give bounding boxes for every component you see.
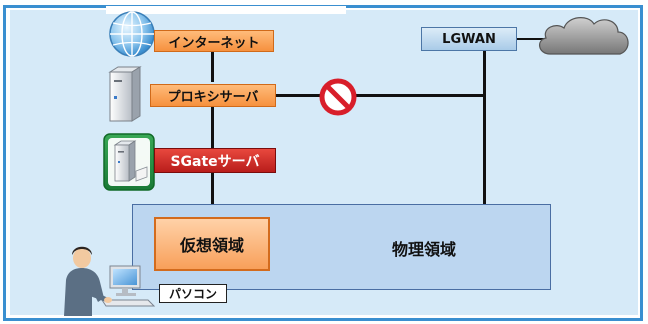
person-at-computer-icon: [64, 246, 156, 316]
line-lgwan-cloud: [516, 38, 546, 40]
line-internet-proxy: [211, 52, 214, 82]
prohibited-icon: [319, 78, 357, 116]
lgwan-label: LGWAN: [421, 27, 517, 51]
virtual-area: 仮想領域: [154, 217, 270, 271]
server-icon: [108, 66, 142, 122]
frame-top-gap: [106, 6, 346, 14]
line-blocked-trunk: [355, 94, 486, 97]
proxy-server-label: プロキシサーバ: [150, 84, 276, 107]
pc-label: パソコン: [159, 284, 227, 303]
server-icon: [103, 133, 155, 191]
line-sgate-physical: [211, 172, 214, 204]
line-proxy-blocked: [275, 94, 323, 97]
line-proxy-sgate: [211, 106, 214, 148]
physical-area-label: 物理領域: [392, 240, 457, 259]
internet-label: インターネット: [154, 30, 274, 52]
globe-icon: [109, 11, 155, 57]
line-lgwan-trunk: [483, 51, 486, 204]
sgate-server-label: SGateサーバ: [154, 148, 276, 173]
cloud-icon: [539, 17, 629, 55]
